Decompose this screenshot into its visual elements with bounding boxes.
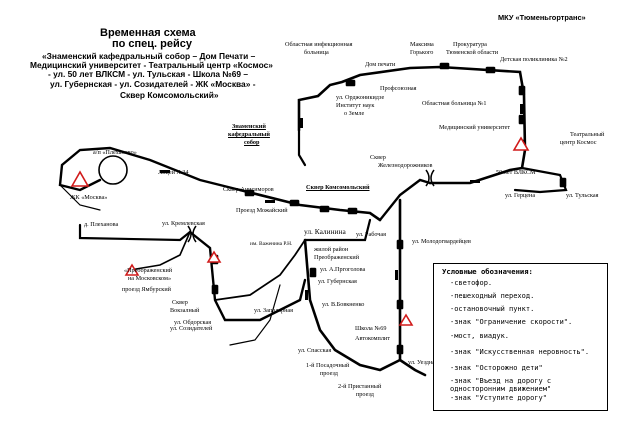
label-skver-aniskorov: Сквер Анисиморов — [223, 186, 274, 193]
label-skver-komsomolsky: Сквер Комсомольский — [306, 184, 370, 191]
route-line-5: Сквер Комсомольский» — [120, 90, 219, 100]
label-kremlevskaya: ул. Кремлевская — [162, 220, 205, 227]
label-preobrazhensky-moskovskom-2: на Московском» — [128, 275, 172, 282]
label-preobrazhensky-moskovskom-1: «Преображенский — [124, 267, 173, 274]
label-vazhenina: им. Важенина Р.Н. — [250, 241, 293, 247]
label-molodogvardeiskaya: ул. Молодогвардейцев — [412, 238, 471, 245]
label-vbovolenko: ул. В.Бовкненко — [322, 301, 365, 308]
label-pristanochny-2: проезд — [356, 391, 374, 398]
organization-label: МКУ «Тюменьгортранс» — [498, 13, 586, 22]
label-skver-zhelez-2: Железнодорожников — [378, 162, 433, 169]
label-kalinina: ул. Калинина — [304, 227, 346, 236]
label-oblast-bolnica: Областная больница №1 — [422, 100, 487, 107]
label-uezdnaya: ул. Уездная — [408, 359, 438, 366]
label-zhiloy-1: жилой район — [314, 246, 349, 253]
label-skver-zhelez-1: Сквер — [370, 154, 386, 161]
legend-item-children: -знак "Осторожно дети" — [450, 364, 543, 372]
label-znamensky-2: кафедральный — [228, 131, 270, 138]
label-gerckaya: ул. Герцена — [505, 192, 536, 199]
label-teatr-1: Театральный — [570, 131, 605, 138]
label-prokuratura-1: Прокуратура — [453, 41, 487, 48]
label-ap-plehanovo: а/п «Плеханово» — [93, 149, 137, 156]
label-gubernskaya: ул. Губернская — [318, 278, 357, 285]
label-tulskaya: ул. Тульская — [566, 192, 599, 199]
label-pristanochny-1: 2-й Пристанный — [338, 383, 382, 390]
route-line-3: - ул. 50 лет ВЛКСМ - ул. Тульская - Школ… — [48, 69, 249, 79]
label-d-plehanova: д. Плеханова — [84, 221, 119, 228]
label-proezd-yambursky: проезд Ямбурский — [122, 286, 171, 293]
label-skver-vokzalny-2: Вокзалный — [170, 307, 200, 314]
label-znamensky-3: собор — [244, 139, 260, 146]
label-maksima-1: Максима — [410, 41, 434, 48]
label-sozidateley: ул. Созидателей — [170, 325, 213, 332]
label-institut-1: Институт наук — [336, 102, 375, 109]
label-oblast-infect-2: больница — [304, 49, 329, 56]
label-zk-moskva: ЖК «Москва» — [70, 194, 108, 201]
label-institut-2: о Земле — [344, 110, 365, 117]
label-shkola69: Школа №69 — [355, 325, 387, 332]
legend-title: Условные обозначения: — [442, 267, 533, 276]
map-legend: Условные обозначения: -светофор. -пешехо… — [433, 263, 608, 411]
label-avtokomplit: Автокомплит — [355, 335, 390, 342]
label-oblast-infect-1: Областная инфекционная — [285, 41, 353, 48]
label-ordzhonikidze: ул. Орджоникидзе — [336, 94, 385, 101]
route-line-2: Медицинский университет - Театральный це… — [30, 60, 273, 70]
label-prokuratura-2: Тюменской области — [446, 49, 499, 56]
label-spasskaya: ул. Спасская — [298, 347, 332, 354]
label-dom-pechati: Дом печати — [365, 61, 396, 68]
legend-item-speed-bump: -знак "Искусственная неровность". — [450, 348, 590, 356]
label-skver-vokzalny-1: Сквер — [172, 299, 188, 306]
label-zhiloy-2: Преображенский — [314, 254, 360, 261]
legend-item-one-way: -знак "Въезд на дорогу с односторонним д… — [450, 377, 552, 394]
legend-item-traffic-light: -светофор. — [450, 279, 493, 287]
legend-item-bus-stop: -остановочный пункт. — [450, 305, 535, 313]
label-posadochny-1: 1-й Посадочный — [306, 362, 350, 369]
label-oblorskaya: ул. Обдорская — [174, 319, 212, 326]
label-aprogolova: ул. А.Пргоголова — [320, 266, 366, 273]
label-50let: 50 лет ВЛКСМ — [496, 169, 536, 176]
label-med-univ: Медицинский университет — [439, 124, 511, 131]
route-line-1: «Знаменский кафедральный собор – Дом Печ… — [42, 51, 256, 61]
legend-item-bridge: -мост, виадук. — [450, 332, 510, 340]
scheme-subtitle: по спец. рейсу — [112, 38, 193, 50]
label-znamensky-1: Знаменский — [232, 123, 266, 130]
label-maksima-2: Горького — [410, 49, 434, 56]
label-rabochaya: ул. Рабочая — [356, 231, 386, 238]
label-proezd-mozhajsky: Проезд Можайский — [236, 207, 288, 214]
legend-item-crosswalk: -пешеходный переход. — [450, 292, 535, 300]
scheme-title: Временная схема — [100, 27, 196, 39]
label-posadochny-2: проезд — [320, 370, 338, 377]
label-detskaya: Детская поликлиника №2 — [500, 56, 568, 63]
label-profsoyuznaya: Профсоюзная — [380, 85, 417, 92]
legend-item-give-way: -знак "Уступите дорогу" — [450, 394, 547, 402]
legend-item-speed-limit: -знак "Ограничение скорости". — [450, 318, 573, 326]
route-line-4: ул. Губернская - ул. Созидателей - ЖК «М… — [50, 79, 256, 89]
label-licey34: Лицей №34 — [158, 169, 189, 176]
label-teatr-2: центр Космос — [560, 139, 597, 146]
label-zapolyarnaya: ул. Заполярная — [254, 307, 294, 314]
